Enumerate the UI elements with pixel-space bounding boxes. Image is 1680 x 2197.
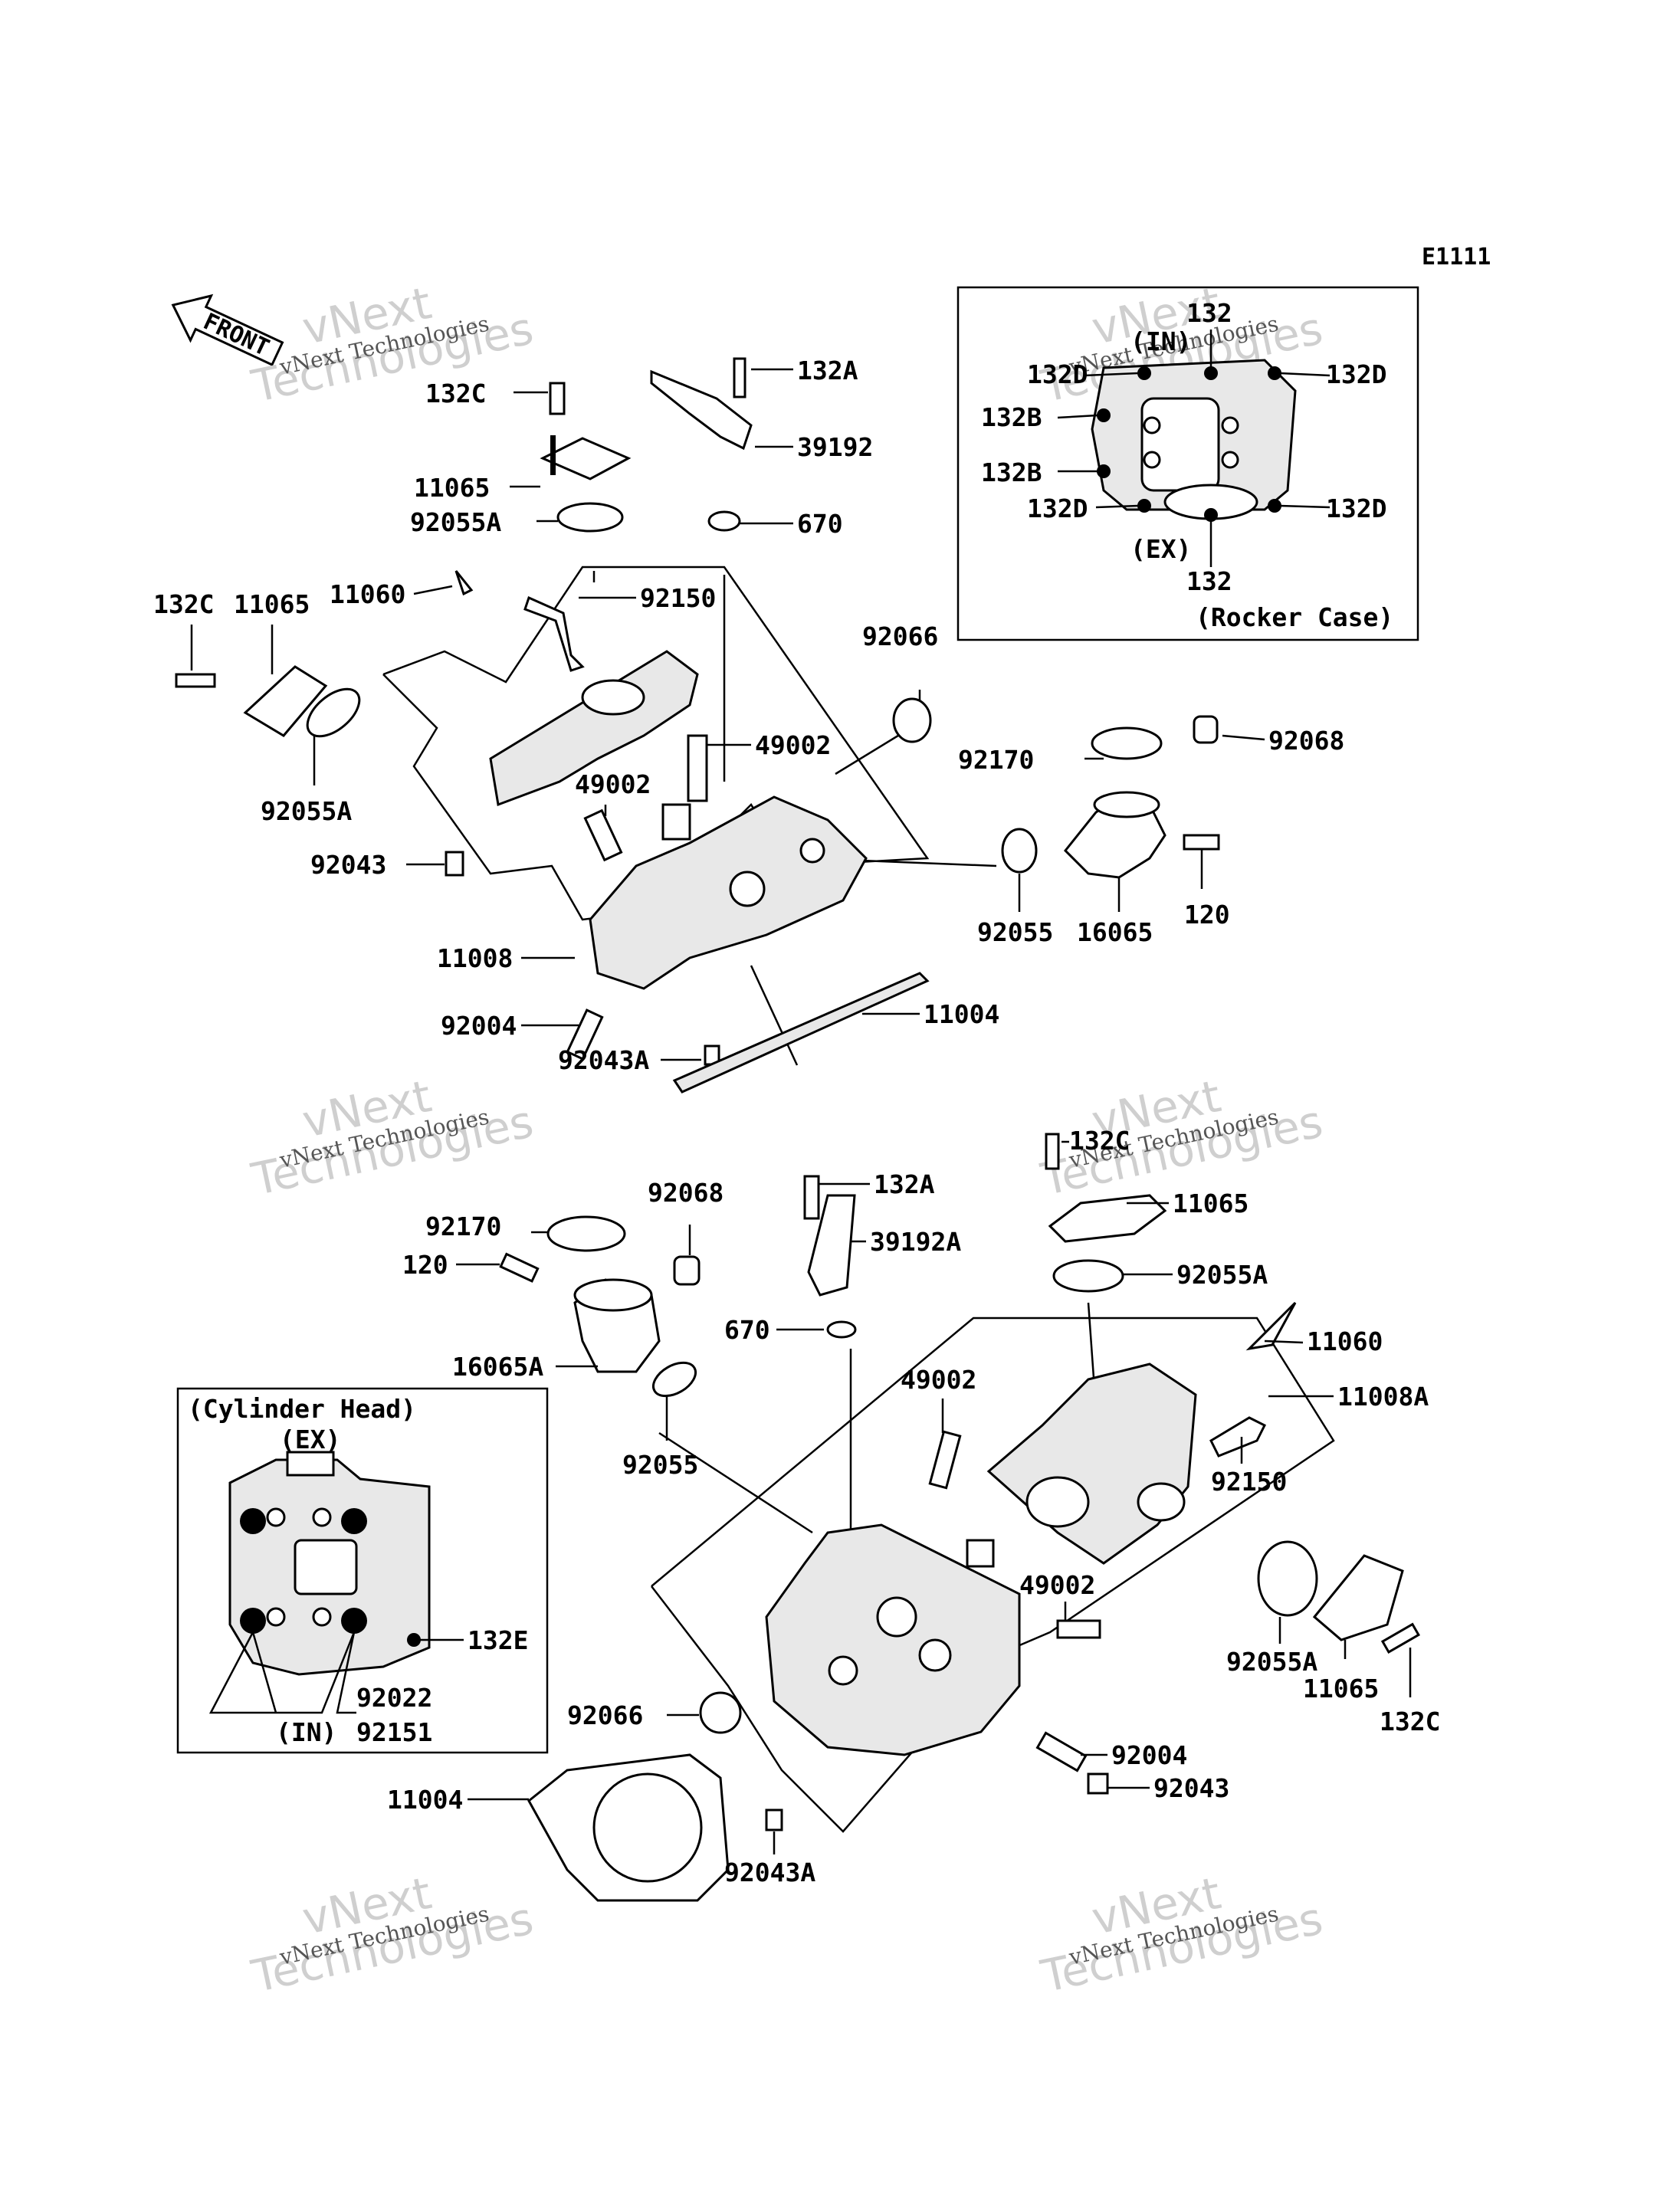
label-49002-bottom-1: 49002 (901, 1365, 976, 1395)
rocker-in-label: (IN) (1130, 326, 1191, 356)
label-16065: 16065 (1077, 917, 1153, 947)
rocker-label-132b-2: 132B (981, 457, 1042, 487)
head-inset-in-label: (IN) (276, 1717, 336, 1747)
label-92055a-bottom-right: 92055A (1226, 1647, 1317, 1677)
label-132c-top: 132C (425, 379, 486, 408)
front-cylinder-assembly: 132C 132A 39192 11065 92055A 670 11060 9… (153, 356, 1344, 1094)
label-132c-bottom-right: 132C (1380, 1707, 1440, 1736)
label-92055a-top: 92055A (410, 507, 501, 537)
label-92068-top: 92068 (1268, 726, 1344, 756)
label-11004-bottom: 11004 (387, 1785, 463, 1815)
label-92043a-bottom: 92043A (724, 1858, 815, 1887)
label-11004-top: 11004 (924, 999, 999, 1029)
label-11065-top: 11065 (414, 473, 490, 503)
label-92055a-bottom-top: 92055A (1176, 1260, 1268, 1290)
rocker-caption: (Rocker Case) (1196, 602, 1393, 632)
label-92150-bottom: 92150 (1211, 1467, 1287, 1497)
label-132c-left: 132C (153, 589, 214, 619)
label-49002-top-2: 49002 (575, 769, 651, 799)
label-11008: 11008 (437, 943, 513, 973)
label-92043-top: 92043 (310, 850, 386, 880)
head-inset-caption: (Cylinder Head) (188, 1394, 416, 1424)
rocker-label-132b-1: 132B (981, 402, 1042, 432)
label-92004-bottom: 92004 (1111, 1740, 1187, 1770)
label-92043a-top: 92043A (558, 1045, 649, 1075)
label-92170-top: 92170 (958, 745, 1034, 775)
rocker-case-rear-part (986, 1362, 1197, 1565)
head-inset-ex-label: (EX) (280, 1425, 340, 1454)
label-92068-bottom: 92068 (648, 1178, 724, 1208)
rocker-case-inset: 132 (IN) 132D 132D 132B 132B 132D 132D (… (956, 286, 1419, 641)
label-11060-top: 11060 (330, 579, 405, 609)
label-11060-bottom: 11060 (1307, 1326, 1383, 1356)
label-92170-bottom: 92170 (425, 1212, 501, 1241)
label-92055-bottom: 92055 (622, 1450, 698, 1480)
label-16065a: 16065A (452, 1352, 543, 1382)
cylinder-head-inset: (Cylinder Head) (EX) 132E 92022 (IN) 921… (176, 1387, 549, 1754)
label-132a-top: 132A (797, 356, 858, 385)
front-arrow-label: FRONT (199, 308, 274, 362)
rocker-top-label: 132 (1186, 298, 1232, 328)
diagram-code: E1111 (1422, 244, 1491, 271)
cylinder-head-front-part (589, 795, 868, 990)
label-132a-bottom: 132A (874, 1169, 935, 1199)
label-92150-top: 92150 (640, 583, 716, 613)
label-39192: 39192 (797, 432, 873, 462)
rocker-label-132d-1: 132D (1027, 359, 1088, 389)
label-11065-bottom-right: 11065 (1303, 1674, 1379, 1703)
head-label-92151: 92151 (356, 1717, 432, 1747)
label-49002-top-1: 49002 (755, 730, 831, 760)
watermark-5: vNext Technologies vNext Technologies (247, 1867, 538, 2002)
rocker-bottom-label: 132 (1186, 566, 1232, 596)
watermark-1: vNext Technologies vNext Technologies (247, 277, 538, 412)
rocker-case-part (489, 650, 699, 807)
label-120-top: 120 (1184, 900, 1230, 930)
label-670-bottom: 670 (724, 1315, 770, 1345)
label-11065-bottom-top: 11065 (1173, 1189, 1249, 1218)
watermark-3: vNext Technologies vNext Technologies (247, 1070, 538, 1205)
label-39192a: 39192A (870, 1227, 961, 1257)
label-49002-bottom-2: 49002 (1019, 1570, 1095, 1600)
label-92004-top: 92004 (441, 1011, 517, 1041)
label-132c-bottom-top: 132C (1069, 1126, 1130, 1156)
label-92055-top: 92055 (977, 917, 1053, 947)
label-92066-bottom: 92066 (567, 1700, 643, 1730)
label-11008a: 11008A (1337, 1382, 1429, 1412)
rocker-label-132d-2: 132D (1326, 359, 1386, 389)
cylinder-head-rear-part (765, 1523, 1021, 1756)
head-label-92022: 92022 (356, 1683, 432, 1713)
rocker-ex-label: (EX) (1130, 534, 1191, 564)
rocker-label-132d-3: 132D (1027, 494, 1088, 523)
head-label-132e: 132E (468, 1625, 528, 1655)
watermark-6: vNext Technologies vNext Technologies (1036, 1867, 1327, 2002)
label-92043-bottom: 92043 (1153, 1773, 1229, 1803)
label-92055a-left: 92055A (261, 796, 352, 826)
label-670-top: 670 (797, 509, 843, 539)
label-92066-top: 92066 (862, 621, 938, 651)
rocker-label-132d-4: 132D (1326, 494, 1386, 523)
label-11065-left: 11065 (234, 589, 310, 619)
rear-cylinder-assembly: 132C 132A 92068 11065 92170 39192A 120 9… (387, 1126, 1440, 1902)
label-120-bottom: 120 (402, 1250, 448, 1280)
